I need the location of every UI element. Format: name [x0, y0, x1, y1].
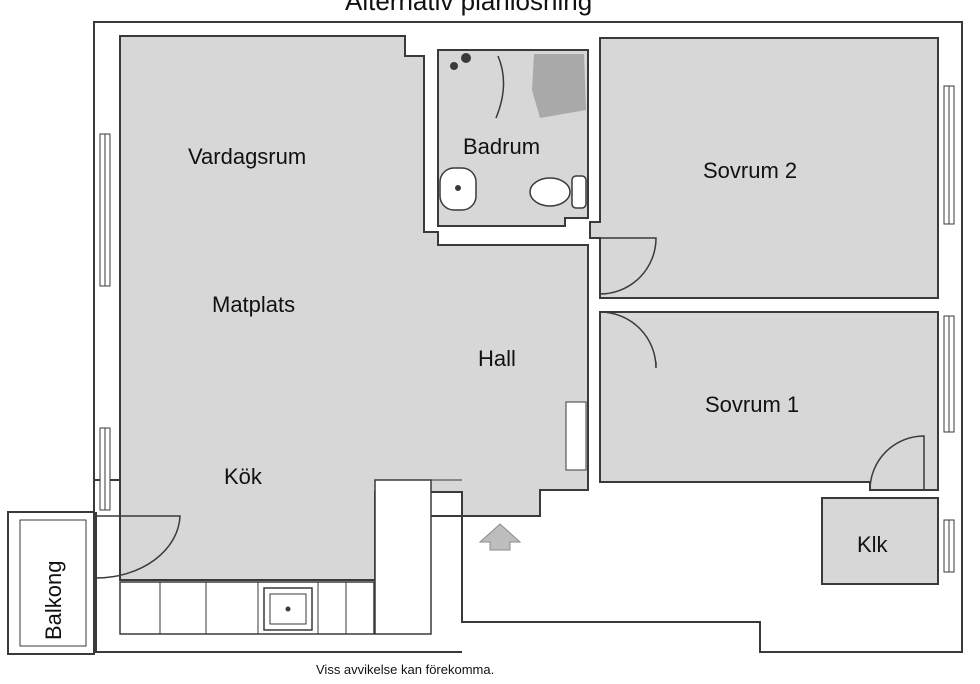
door-sovrum1 — [599, 311, 657, 369]
entrance-arrow-icon — [478, 523, 522, 551]
kitchen-counter — [119, 581, 375, 635]
plan-title: Alternativ planlösning — [345, 0, 592, 16]
footer-note: Viss avvikelse kan förekomma. — [316, 662, 494, 677]
label-sovrum1: Sovrum 1 — [705, 392, 799, 417]
outer-wall-bottom-left — [94, 512, 97, 652]
door-sovrum2 — [599, 237, 657, 295]
label-matplats: Matplats — [212, 292, 295, 317]
label-sovrum2: Sovrum 2 — [703, 158, 797, 183]
kitchen-cabinet — [374, 479, 432, 635]
label-klk: Klk — [857, 532, 889, 557]
room-klk-floor — [821, 497, 939, 585]
label-kok: Kök — [224, 464, 263, 489]
hall-wardrobe — [565, 401, 587, 471]
door-balkong — [95, 515, 181, 579]
bathroom-stain — [532, 54, 586, 118]
washbasin-icon — [439, 167, 477, 211]
label-vardagsrum: Vardagsrum — [188, 144, 306, 169]
label-badrum: Badrum — [463, 134, 540, 159]
label-balkong: Balkong — [41, 560, 66, 640]
shower-icon — [450, 53, 505, 119]
label-hall: Hall — [478, 346, 516, 371]
room-balkong-floor — [7, 511, 95, 655]
door-klk — [869, 435, 925, 491]
room-balkong-inner — [19, 519, 87, 647]
toilet-icon — [529, 175, 587, 209]
